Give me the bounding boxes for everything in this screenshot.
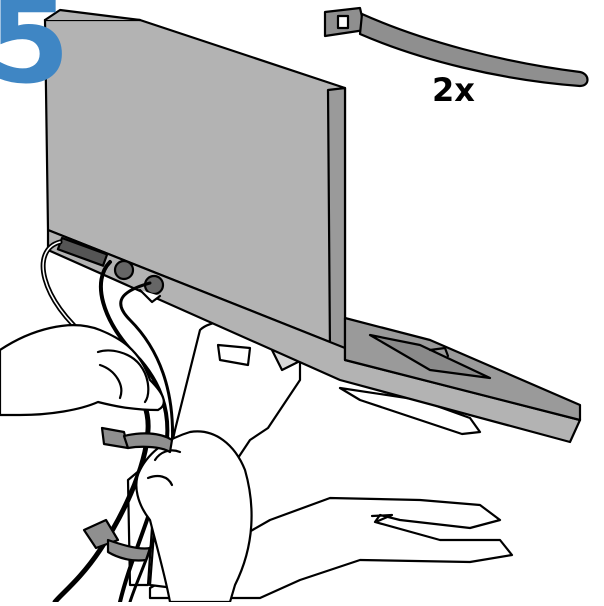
hand-icon bbox=[0, 325, 164, 415]
step-number: 5 bbox=[0, 0, 70, 100]
part-quantity-label: 2x bbox=[432, 74, 475, 106]
